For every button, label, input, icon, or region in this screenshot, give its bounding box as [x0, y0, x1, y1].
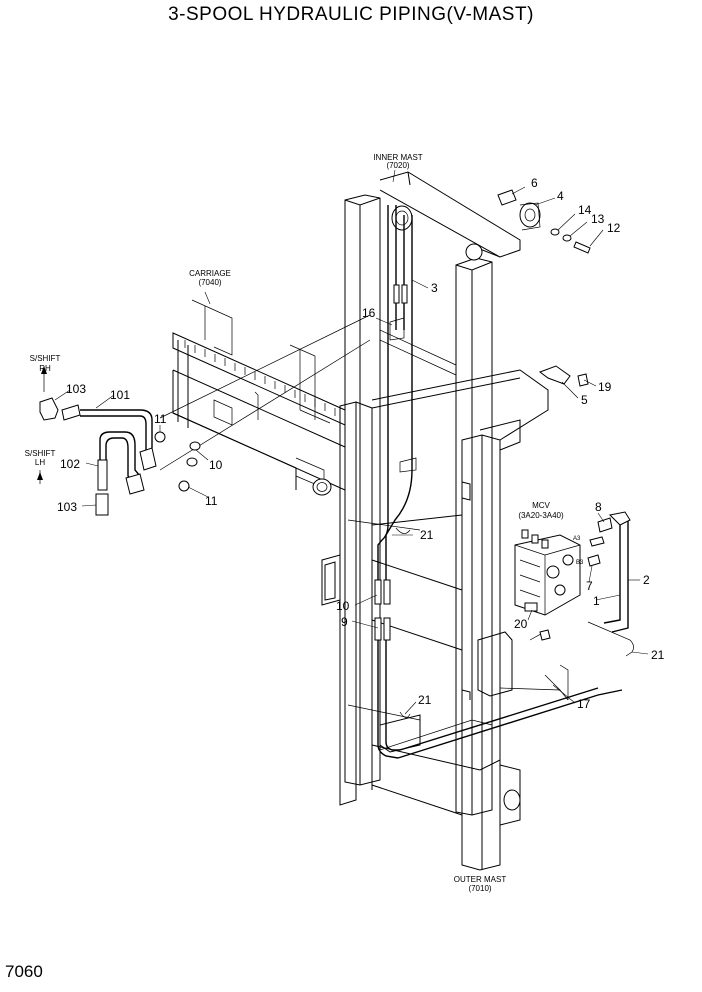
part-number: 103	[57, 500, 77, 514]
outer-mast-code: (7010)	[468, 884, 491, 893]
part-number: 16	[362, 306, 376, 320]
part-number: 103	[66, 382, 86, 396]
port-b3-label: B3	[576, 560, 584, 566]
mcv-code: (3A20-3A40)	[518, 511, 564, 520]
part-number: 21	[420, 528, 434, 542]
part-number: 13	[591, 212, 605, 226]
part-number: 21	[418, 693, 432, 707]
carriage-label: CARRIAGE	[189, 269, 231, 278]
page-number: 7060	[5, 962, 43, 981]
sshift-rh-side: RH	[39, 364, 51, 373]
carriage-drawing	[172, 299, 346, 496]
part-number: 7	[586, 579, 593, 593]
part-number: 9	[341, 615, 348, 629]
part-number: 21	[651, 648, 665, 662]
part-number: 3	[431, 281, 438, 295]
leader-lines	[54, 169, 649, 715]
sshift-lh-side: LH	[35, 458, 45, 467]
carriage-teeth	[184, 340, 336, 416]
part-number: 11	[154, 412, 167, 426]
port-a3-label: A3	[573, 536, 581, 542]
inner-mast-label: INNER MAST	[373, 153, 422, 162]
part-number: 10	[336, 599, 350, 613]
carriage-code: (7040)	[198, 278, 221, 287]
part-number: 11	[205, 494, 218, 508]
inner-mast-code: (7020)	[386, 161, 409, 170]
part-number: 10	[209, 458, 223, 472]
part-number: 8	[595, 500, 602, 514]
loose-parts	[497, 189, 591, 387]
mcv-label: MCV	[532, 501, 550, 510]
part-number: 2	[643, 573, 650, 587]
inner-mast-drawing	[344, 171, 521, 816]
part-number: 102	[60, 457, 80, 471]
part-number: 20	[514, 617, 528, 631]
mcv-lines	[499, 621, 634, 701]
sshift-lh-label: S/SHIFT	[25, 449, 56, 458]
part-number: 17	[577, 697, 591, 711]
outer-mast-label: OUTER MAST	[454, 875, 507, 884]
part-number: 12	[607, 221, 621, 235]
part-number: 14	[578, 203, 592, 217]
page-title: 3-SPOOL HYDRAULIC PIPING(V-MAST)	[168, 4, 534, 25]
part-number: 101	[110, 388, 130, 402]
part-number: 6	[531, 176, 538, 190]
part-numbers: 6 4 14 13 12 3 16 19 5 21 8 7 2 1 20 21 …	[57, 176, 665, 711]
side-shift-hoses	[37, 314, 371, 516]
assembly-labels: INNER MAST (7020) CARRIAGE (7040) OUTER …	[25, 153, 584, 893]
part-number: 1	[593, 594, 600, 608]
mcv-valve-drawing	[514, 511, 631, 641]
part-number: 4	[557, 189, 564, 203]
mast-hoses	[347, 205, 629, 759]
part-number: 5	[581, 393, 588, 407]
part-number: 19	[598, 380, 612, 394]
sshift-rh-label: S/SHIFT	[30, 354, 61, 363]
